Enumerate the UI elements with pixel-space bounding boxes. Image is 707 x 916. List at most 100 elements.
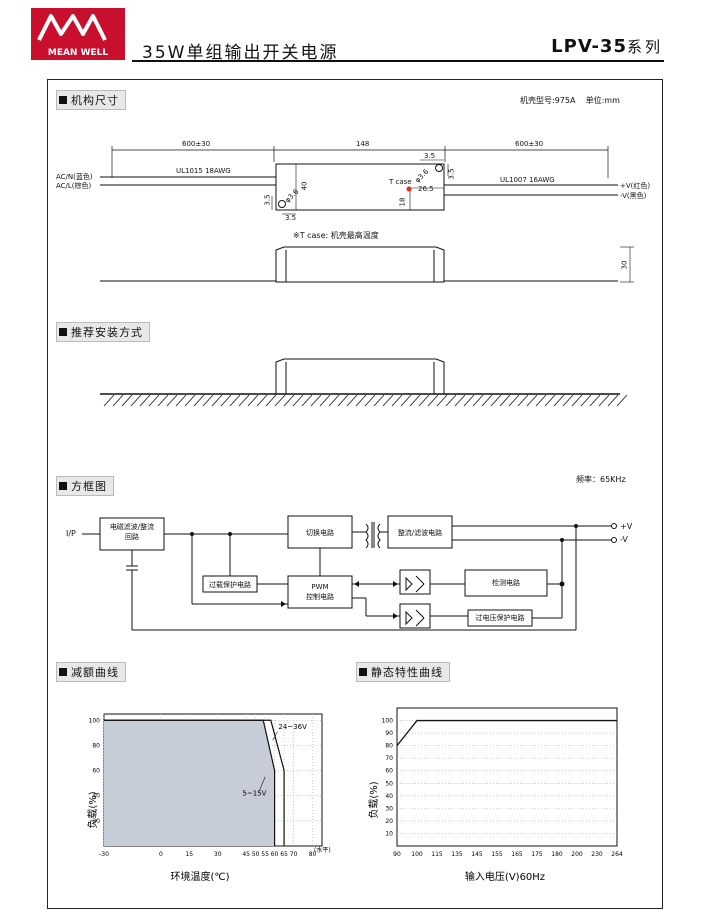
case-info: 机壳型号:975A 单位:mm [520,96,620,105]
derate-x-tick: 30 [214,851,222,858]
static-x-tick: 155 [491,851,503,858]
static-y-tick: 20 [385,818,393,825]
logo: MEAN WELL [31,8,125,60]
dim-3-5-d: 3.5 [447,168,456,180]
static-y-tick: 90 [385,730,393,737]
model-name: LPV-35 [551,36,627,57]
static-y-tick: 40 [385,793,393,800]
derate-legend-5-15v: 5~15V [242,790,266,798]
dim-26-5: 26.5 [418,185,434,193]
acl-label: AC/L(棕色) [56,182,92,190]
derate-x-tick: 45 [242,851,250,858]
static-y-tick: 60 [385,768,393,775]
vneg-label: -V(黑色) [620,192,647,200]
derate-series-line [104,719,276,846]
block-ip: I/P [66,529,76,538]
derate-ylabel: 负载(%) [86,791,99,828]
block-ovp: 过电压保护电路 [475,614,525,622]
static-y-tick: 50 [385,780,393,787]
tcase-point-icon [406,186,412,192]
dim-40: 40 [300,181,309,191]
dim-3-5-b: 3.5 [285,214,297,222]
dim-3-5-a: 3.5 [263,194,272,206]
model-suffix: 系列 [626,38,663,56]
mechanical-drawing [100,146,634,283]
block-ocp: 过载保护电路 [209,581,251,589]
derate-x-tick: 60 [271,851,279,858]
static-plot-frame [396,707,618,847]
dim-30: 30 [620,260,629,270]
derate-xunit: (水平) [314,846,331,854]
static-series-line [396,719,617,747]
vpos-label: +V(红色) [620,182,651,190]
derate-x-tick: 55 [261,851,269,858]
section-mechanical: 机构尺寸 [56,90,126,110]
dim-3-5-c: 3.5 [424,152,436,160]
block-emi: 电磁滤波/整流回路 [109,523,155,541]
derate-y-tick: 40 [92,793,100,800]
block-vp: +V [620,522,633,531]
derate-x-tick: 70 [290,851,298,858]
section-mounting: 推荐安装方式 [56,322,150,342]
static-y-tick: 70 [385,755,393,762]
static-y-tick: 10 [385,830,393,837]
dim-right: 600±30 [515,140,544,148]
static-x-tick: 135 [451,851,463,858]
page-frame [47,79,663,909]
derate-y-tick: 100 [89,717,101,724]
derate-xlabel: 环境温度(℃) [170,870,229,883]
static-x-tick: 180 [551,851,563,858]
static-x-tick: 115 [431,851,443,858]
block-detect: 检测电路 [492,579,520,587]
dim-18: 18 [398,197,407,207]
static-x-tick: 230 [591,851,603,858]
section-block: 方框图 [56,476,114,496]
static-x-tick: 100 [411,851,423,858]
static-x-tick: 175 [531,851,543,858]
section-static: 静态特性曲线 [356,662,450,682]
derate-y-tick: 60 [92,768,100,775]
static-y-tick: 30 [385,805,393,812]
static-x-tick: 90 [393,851,401,858]
derate-x-tick: 80 [309,851,317,858]
static-x-tick: 200 [571,851,583,858]
block-switch: 切换电路 [306,529,334,537]
static-chart: 负载(%) 输入电压(V)60Hz 90 100 115 135 145 155 165 17… [367,707,623,883]
mounting-drawing [100,358,628,407]
derate-legend-24-36v: 24~36V [278,723,307,731]
static-x-tick: 264 [611,851,623,858]
header-rule [132,60,664,62]
wire-in-label: UL1015 18AWG [176,167,231,175]
derate-x-tick: 50 [252,851,260,858]
block-vn: -V [620,535,628,544]
derate-y-tick: 80 [92,742,100,749]
static-xlabel: 输入电压(V)60Hz [465,870,545,883]
acn-label: AC/N(蓝色) [56,173,93,181]
dim-left: 600±30 [182,140,211,148]
block-diagram [82,515,617,631]
model-title: LPV-35系列 [551,36,663,57]
block-rect: 整流/滤波电路 [397,529,443,537]
derate-area-5-15v [104,720,275,846]
derate-y-tick: 20 [92,818,100,825]
derate-x-tick: 15 [185,851,193,858]
dim-mid: 148 [356,140,370,148]
logo-text: MEAN WELL [47,48,109,58]
page-title: 35W单组输出开关电源 [142,43,339,63]
static-y-tick: 100 [382,718,394,725]
mw-logo-icon [37,14,107,41]
static-x-tick: 165 [511,851,523,858]
tcase-label: T case [389,178,412,186]
derate-x-tick: -30 [99,851,109,858]
static-ylabel: 负载(%) [367,781,380,818]
derate-x-tick: 0 [159,851,163,858]
block-freq: 频率：65KHz [576,475,626,484]
wire-out-label: UL1007 16AWG [500,176,555,184]
derate-x-tick: 65 [280,851,288,858]
tcase-note: ※T case: 机壳最高温度 [293,231,379,240]
section-derating: 减额曲线 [56,662,126,682]
static-x-tick: 145 [471,851,483,858]
static-y-tick: 80 [385,743,393,750]
